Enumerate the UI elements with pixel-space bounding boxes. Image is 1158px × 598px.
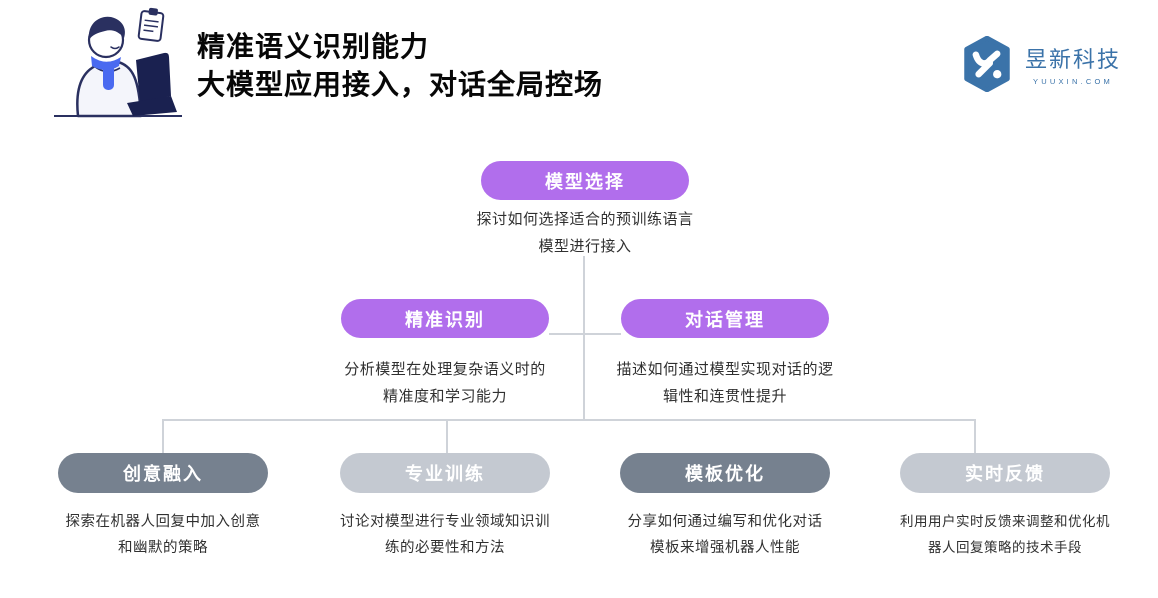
desc-creative-integration-line1: 探索在机器人回复中加入创意: [65, 514, 261, 530]
node-model-selection: 模型选择: [481, 161, 689, 200]
logo-hexagon-icon: [964, 36, 1010, 92]
connector-drop-creative: [162, 419, 164, 455]
connector-drop-training: [446, 419, 448, 455]
connector-level2-horizontal: [549, 333, 621, 335]
desc-realtime-feedback: 利用用户实时反馈来调整和优化机 器人回复策略的技术手段: [865, 509, 1145, 561]
node-realtime-feedback-label: 实时反馈: [965, 464, 1045, 484]
desc-template-optimization-line1: 分享如何通过编写和优化对话: [627, 514, 823, 530]
node-dialog-management-label: 对话管理: [685, 309, 765, 330]
node-creative-integration-label: 创意融入: [123, 464, 203, 484]
desc-template-optimization: 分享如何通过编写和优化对话 模板来增强机器人性能: [590, 509, 860, 561]
node-template-optimization: 模板优化: [620, 453, 830, 493]
person-laptop-illustration-svg: [54, 7, 182, 118]
node-creative-integration: 创意融入: [58, 453, 268, 493]
node-professional-training: 专业训练: [340, 453, 550, 493]
connector-root-vertical: [583, 256, 585, 420]
node-professional-training-label: 专业训练: [405, 464, 485, 484]
desc-realtime-feedback-line1: 利用用户实时反馈来调整和优化机: [900, 514, 1110, 529]
connector-level3-rail: [162, 419, 976, 421]
page-title-line2: 大模型应用接入，对话全局控场: [197, 69, 604, 100]
page-title-line1: 精准语义识别能力: [197, 31, 430, 62]
logo-domain: YUUXIN.COM: [1033, 77, 1113, 86]
note-icon: [137, 7, 165, 42]
desc-dialog-management-line2: 辑性和连贯性提升: [662, 388, 787, 405]
desc-professional-training-line2: 练的必要性和方法: [385, 540, 505, 556]
connector-drop-feedback: [974, 419, 976, 455]
person-laptop-illustration: [48, 4, 188, 129]
desc-realtime-feedback-line2: 器人回复策略的技术手段: [928, 540, 1082, 555]
desc-professional-training-line1: 讨论对模型进行专业领域知识训: [340, 514, 550, 530]
desc-precise-recognition-line2: 精准度和学习能力: [382, 388, 507, 405]
node-precise-recognition: 精准识别: [341, 299, 549, 338]
node-model-selection-label: 模型选择: [545, 171, 625, 192]
desc-creative-integration: 探索在机器人回复中加入创意 和幽默的策略: [28, 509, 298, 561]
desc-template-optimization-line2: 模板来增强机器人性能: [650, 540, 800, 556]
logo-company-name: 昱新科技: [1025, 47, 1122, 72]
page-title: 精准语义识别能力 大模型应用接入，对话全局控场: [197, 28, 603, 104]
node-dialog-management: 对话管理: [621, 299, 829, 338]
desc-model-selection-line1: 探讨如何选择适合的预训练语言: [476, 211, 694, 228]
desc-precise-recognition: 分析模型在处理复杂语义时的 精准度和学习能力: [320, 356, 570, 410]
desc-model-selection: 探讨如何选择适合的预训练语言 模型进行接入: [435, 206, 735, 260]
desc-professional-training: 讨论对模型进行专业领域知识训 练的必要性和方法: [310, 509, 580, 561]
desc-dialog-management-line1: 描述如何通过模型实现对话的逻: [616, 361, 834, 378]
company-logo: 昱新科技 YUUXIN.COM: [961, 36, 1121, 92]
logo-text: 昱新科技 YUUXIN.COM: [1025, 42, 1121, 86]
node-realtime-feedback: 实时反馈: [900, 453, 1110, 493]
desc-model-selection-line2: 模型进行接入: [538, 238, 632, 255]
desc-dialog-management: 描述如何通过模型实现对话的逻 辑性和连贯性提升: [600, 356, 850, 410]
node-precise-recognition-label: 精准识别: [405, 309, 485, 330]
desc-creative-integration-line2: 和幽默的策略: [118, 540, 208, 556]
node-template-optimization-label: 模板优化: [685, 464, 765, 484]
desc-precise-recognition-line1: 分析模型在处理复杂语义时的: [344, 361, 546, 378]
